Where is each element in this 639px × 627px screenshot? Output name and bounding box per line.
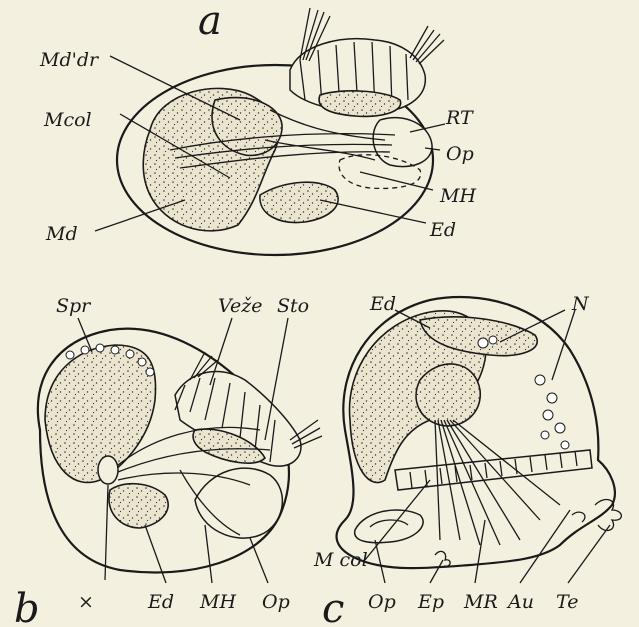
panel-a-op-organ <box>373 118 432 167</box>
label-a-rt: RT <box>445 107 474 129</box>
panel-c-mid-organ <box>416 364 480 426</box>
label-c-ed: Ed <box>369 293 396 315</box>
label-b-spr: Spr <box>56 295 92 317</box>
panel-c-letter: c <box>322 586 344 627</box>
panel-b-letter: b <box>14 586 40 627</box>
panel-c-te-squiggle <box>572 500 621 531</box>
label-a-ed: Ed <box>429 219 456 241</box>
panel-c-op-organ <box>355 510 423 543</box>
panel-b-op-organ <box>195 468 282 538</box>
label-c-mcol: M col <box>313 549 368 571</box>
label-a-mddr: Md'dr <box>39 49 100 71</box>
label-a-mcol: Mcol <box>43 109 92 131</box>
label-b-veze: Veže <box>218 295 262 317</box>
panel-b-x-body <box>98 456 118 484</box>
label-c-n: N <box>571 293 590 315</box>
label-c-mr: MR <box>463 591 498 613</box>
panel-a-ed-organ <box>260 182 338 222</box>
panel-c: c Ed N M <box>313 293 621 627</box>
label-c-op: Op <box>368 591 396 613</box>
label-c-ep: Ep <box>417 591 444 613</box>
label-b-op: Op <box>262 591 290 613</box>
panel-c-ciliary-band <box>395 450 592 490</box>
panel-c-ep-squiggle <box>435 551 450 566</box>
panel-b-ed-organ <box>109 484 168 528</box>
label-b-ed: Ed <box>147 591 174 613</box>
label-a-md: Md <box>45 223 78 245</box>
panel-a: a Md'dr Mcol Md RT Op MH Ed <box>39 0 476 255</box>
label-a-mh: MH <box>439 185 476 207</box>
label-b-mh: MH <box>199 591 236 613</box>
label-c-te: Te <box>556 591 578 613</box>
label-b-x: × <box>78 591 94 613</box>
label-a-op: Op <box>446 143 474 165</box>
panel-a-letter: a <box>198 0 222 44</box>
label-b-sto: Sto <box>277 295 309 317</box>
panel-a-corona <box>290 39 425 117</box>
label-c-au: Au <box>506 591 534 613</box>
panel-b: b Spr Veže <box>14 295 322 627</box>
